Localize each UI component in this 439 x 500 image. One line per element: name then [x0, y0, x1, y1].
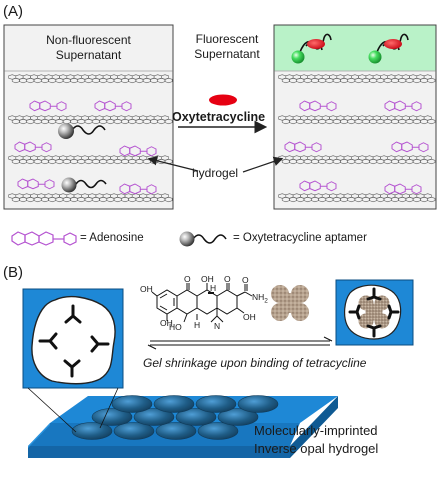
panel-b-letter: (B)	[3, 264, 23, 281]
chem-label-o-1: O	[184, 274, 191, 284]
opal-cavity	[217, 408, 259, 426]
adenosine-molecule	[119, 183, 157, 195]
hydrogel-pointer-left	[147, 156, 199, 172]
chem-label-o-3: O	[242, 275, 249, 285]
opal-cavity	[195, 395, 237, 413]
tetracycline-template-particle	[271, 285, 309, 321]
equilibrium-arrows	[147, 336, 333, 350]
description-line2: Inverse opal hydrogel	[254, 441, 379, 456]
graphene-sheet	[278, 155, 436, 165]
chem-label-h-2: H	[210, 283, 217, 293]
tetracycline-structure	[151, 283, 253, 323]
chem-label-oh-top: OH	[201, 274, 214, 284]
chem-label-nh2-subscript: 2	[264, 297, 268, 305]
chem-label-h-1: H	[194, 320, 201, 330]
shrinkage-caption: Gel shrinkage upon binding of tetracycli…	[143, 356, 367, 370]
hydrogel-pointer-right	[242, 156, 284, 173]
zoom-inset-bound-cavity	[335, 279, 414, 346]
right-supernatant-label-line1: Fluorescent	[195, 32, 259, 46]
aptamer-legend-icon	[179, 231, 227, 247]
chem-label-oh-phenol: OH	[140, 284, 153, 294]
opal-cavity	[113, 422, 155, 440]
adenosine-molecule	[284, 141, 322, 153]
left-supernatant-label-line2: Supernatant	[55, 48, 122, 62]
adenosine-molecules-right	[284, 100, 429, 195]
panel-b	[22, 279, 414, 458]
opal-cavity	[71, 422, 113, 440]
chem-label-ho: HO	[169, 322, 182, 332]
panel-a-letter: (A)	[3, 3, 23, 20]
adenosine-molecule	[119, 145, 157, 157]
opal-cavity	[197, 422, 239, 440]
right-supernatant-label-line2: Supernatant	[194, 47, 260, 61]
aptamer-complex-2	[368, 33, 409, 64]
chem-label-o-2: O	[224, 274, 231, 284]
adenosine-molecule	[299, 180, 337, 192]
left-supernatant-label-line1: Non-fluorescent	[46, 33, 131, 47]
graphene-sheet	[8, 115, 173, 125]
graphene-sheet	[8, 193, 173, 203]
adenosine-legend-label: = Adenosine	[80, 232, 144, 244]
adenosine-molecule	[17, 178, 55, 190]
opal-cavity	[175, 408, 217, 426]
chem-label-n: N	[214, 321, 221, 331]
graphene-sheet	[8, 74, 173, 84]
aptamer-probe-left-2	[61, 177, 107, 193]
adenosine-molecule	[391, 141, 429, 153]
chem-label-o-bottom: OH	[160, 318, 173, 328]
graphene-sheets-right	[278, 74, 436, 203]
adenosine-molecule	[384, 100, 422, 112]
graphene-sheet	[278, 74, 436, 84]
adenosine-molecules-left	[14, 100, 157, 195]
adenosine-molecule	[14, 141, 52, 153]
graphene-sheet	[278, 115, 436, 125]
opal-cavity	[155, 422, 197, 440]
adenosine-molecule	[299, 100, 337, 112]
adenosine-legend-icon	[11, 231, 77, 246]
adenosine-molecule	[29, 100, 67, 112]
opal-cavity	[111, 395, 153, 413]
description-line1: Molecularly-imprinted	[254, 423, 378, 438]
zoom-inset-empty-cavity	[22, 288, 124, 389]
opal-cavity	[91, 408, 133, 426]
panel-a	[3, 24, 437, 247]
aptamer-probe-left-1	[58, 123, 106, 139]
hydrogel-label: hydrogel	[192, 166, 239, 180]
aptamer-complex-1	[291, 33, 332, 64]
fluorescent-supernatant-region	[274, 25, 436, 71]
analyte-label: Oxytetracycline	[172, 110, 266, 124]
opal-cavity	[133, 408, 175, 426]
opal-cavity	[237, 395, 279, 413]
chem-label-oh-right: OH	[243, 312, 256, 322]
aptamer-legend-label: = Oxytetracycline aptamer	[233, 232, 367, 244]
oxytetracycline-symbol	[209, 94, 237, 106]
chem-label-nh2: NH2	[252, 292, 268, 305]
adenosine-molecule	[384, 183, 422, 195]
inverse-opal-cavities	[71, 395, 279, 440]
opal-cavity	[153, 395, 195, 413]
graphene-sheet	[278, 193, 436, 203]
adenosine-molecule	[94, 100, 132, 112]
